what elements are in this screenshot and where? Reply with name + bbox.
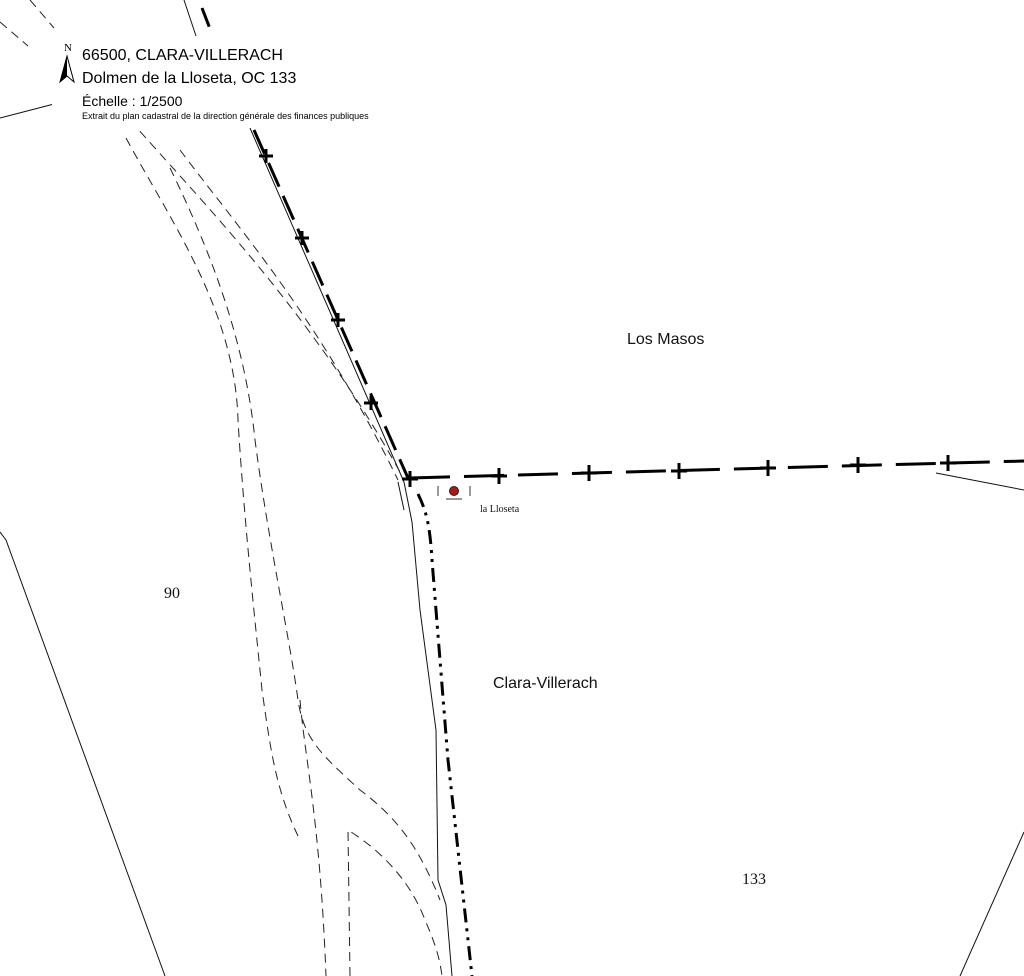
- track-south-b: [347, 829, 443, 976]
- cartouche-scale: Échelle : 1/2500: [82, 93, 183, 109]
- cartouche-site: Dolmen de la Lloseta, OC 133: [82, 70, 297, 87]
- parcel-boundary-northwest: [0, 103, 55, 119]
- north-letter: N: [64, 42, 72, 54]
- boundary-cross: [581, 465, 597, 481]
- boundary-cross: [331, 313, 345, 327]
- track-diagonal-a: [179, 149, 399, 481]
- boundary-cross: [364, 396, 378, 410]
- track-top-left-a: [29, 0, 55, 29]
- road-edge-junction: [397, 481, 405, 511]
- commune-boundary: [200, 7, 1024, 480]
- boundary-cross: [259, 149, 273, 163]
- label-commune-clara-villerach: Clara-Villerach: [493, 675, 598, 692]
- commune-boundary-top-stub: [200, 7, 214, 35]
- label-lieu-dit-los-masos: Los Masos: [627, 331, 705, 348]
- north-arrow-icon: [59, 54, 75, 84]
- boundary-cross: [940, 455, 956, 471]
- section-boundary-south: [416, 493, 474, 976]
- boundary-cross: [491, 468, 507, 484]
- map-cartouche: N 66500, CLARA-VILLERACH Dolmen de la Ll…: [52, 36, 426, 128]
- cartouche-commune: 66500, CLARA-VILLERACH: [82, 47, 283, 64]
- label-parcel-90[interactable]: 90: [164, 585, 180, 602]
- track-west-b: [169, 167, 441, 901]
- parcel-boundary-west: [0, 531, 166, 976]
- dolmen-site-symbol[interactable]: [437, 486, 471, 500]
- commune-boundary-east-segment: [409, 459, 1024, 480]
- boundary-cross: [295, 231, 309, 245]
- commune-boundary-north-segment: [252, 129, 410, 479]
- track-top-left-b: [0, 21, 29, 47]
- tracks-dashed: [0, 0, 443, 976]
- track-south-a: [299, 699, 327, 976]
- cartouche-source: Extrait du plan cadastral de la directio…: [82, 111, 369, 121]
- commune-boundary-crosses: [259, 149, 956, 487]
- boundary-cross: [671, 463, 687, 479]
- road-edge-main: [249, 127, 453, 976]
- track-diagonal-b: [129, 119, 401, 473]
- boundary-cross: [760, 460, 776, 476]
- parcel-boundary-southeast: [959, 831, 1024, 976]
- track-west-a: [125, 137, 301, 841]
- parcel-boundary-east: [935, 472, 1024, 491]
- road-edge-top: [183, 0, 197, 37]
- site-marker-dot[interactable]: [449, 486, 459, 496]
- label-site-la-lloseta: la Lloseta: [480, 504, 520, 515]
- label-parcel-133[interactable]: 133: [742, 871, 766, 888]
- boundary-cross: [850, 457, 866, 473]
- boundary-cross: [402, 471, 418, 487]
